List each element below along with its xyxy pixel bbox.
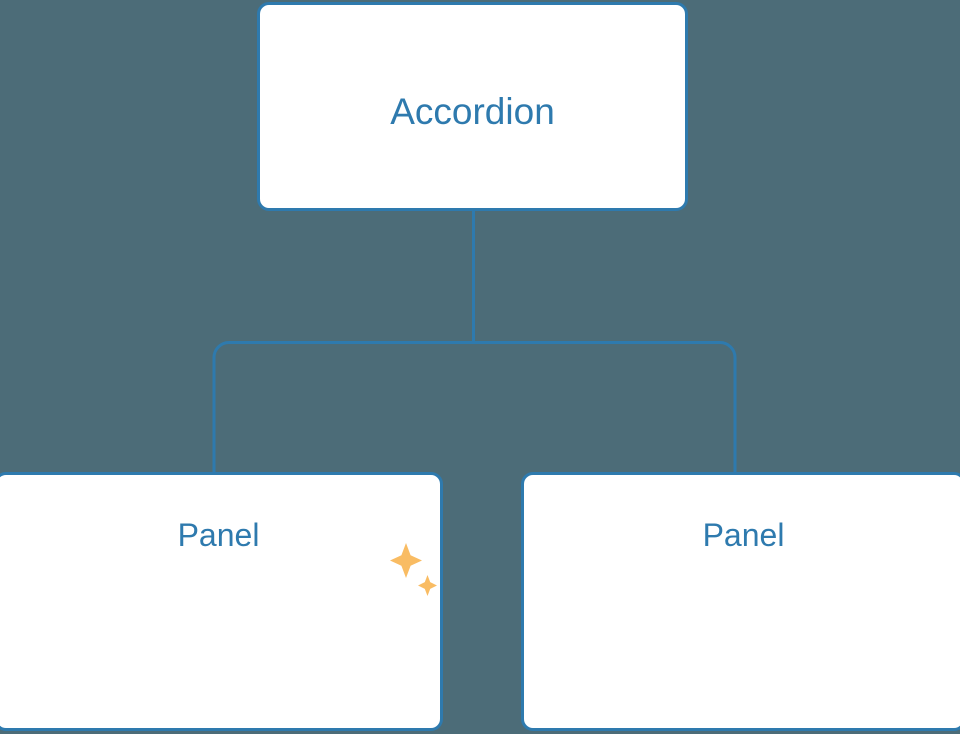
connector-branch-left	[212, 341, 474, 472]
node-panel-right-title: Panel	[702, 517, 785, 553]
connector-branch-right	[473, 341, 737, 472]
node-accordion-title: Accordion	[390, 91, 555, 132]
node-accordion[interactable]: Accordion	[257, 2, 688, 211]
node-panel-left[interactable]: Panel	[0, 472, 443, 731]
node-panel-left-title: Panel	[177, 517, 260, 553]
node-panel-right[interactable]: Panel	[521, 472, 960, 731]
